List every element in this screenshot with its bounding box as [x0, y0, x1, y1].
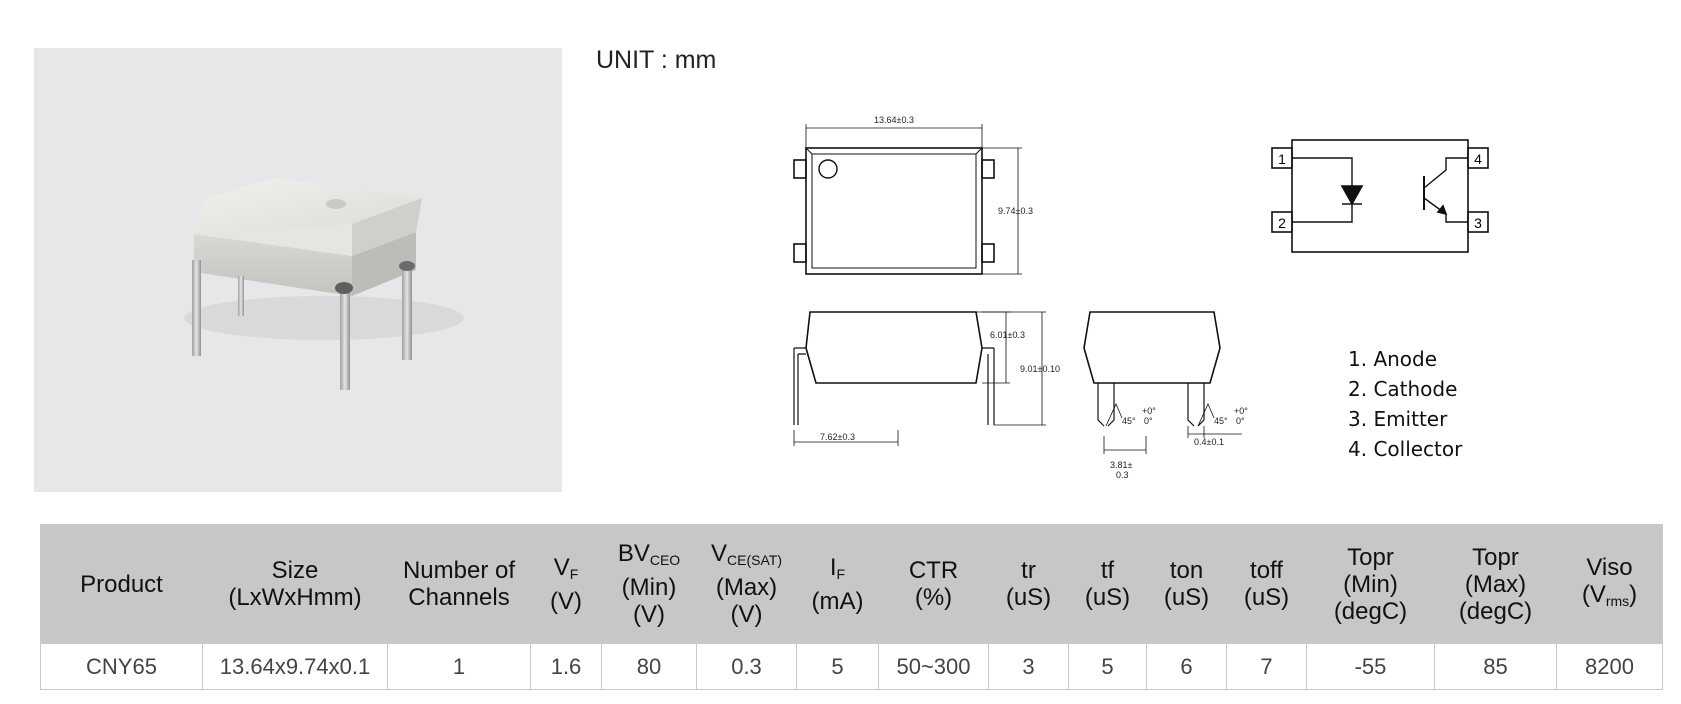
cell-topr-min: -55 — [1306, 643, 1435, 690]
dim-angle-right: 45° — [1214, 416, 1228, 426]
cell-if: 5 — [796, 643, 879, 690]
dim-length: 13.64±0.3 — [874, 115, 914, 125]
cell-ctr: 50~300 — [878, 643, 989, 690]
dim-row-spacing: 7.62±0.3 — [820, 432, 855, 442]
pin-legend-item: 1. Anode — [1348, 347, 1438, 371]
schematic-pin-1: 1 — [1278, 151, 1286, 167]
unit-label: UNIT : mm — [596, 46, 717, 74]
col-topr-min: Topr(Min)(degC) — [1306, 524, 1435, 644]
dim-tol-minus-right: 0° — [1236, 416, 1245, 426]
col-size: Size(LxWxHmm) — [202, 524, 388, 644]
internal-schematic — [1271, 139, 1489, 253]
side-view — [793, 311, 1046, 446]
table-row: CNY65 13.64x9.74x0.1 1 1.6 80 0.3 5 50~3… — [40, 643, 1663, 690]
mechanical-drawing: 13.64±0.3 9.74±0.3 6.01±0.3 9.01±0.10 7.… — [793, 115, 1489, 480]
cell-product: CNY65 — [40, 643, 203, 690]
cell-ton: 6 — [1146, 643, 1227, 690]
pin-legend-item: 4. Collector — [1348, 437, 1463, 461]
col-tr: tr(uS) — [988, 524, 1069, 644]
cell-bvceo: 80 — [601, 643, 697, 690]
dim-pin-width: 0.4±0.1 — [1194, 437, 1224, 447]
dim-total-height: 9.01±0.10 — [1020, 364, 1060, 374]
cell-vcesat: 0.3 — [696, 643, 797, 690]
cell-toff: 7 — [1226, 643, 1307, 690]
dim-angle-left: 45° — [1122, 416, 1136, 426]
dim-pin-pitch-tol: 0.3 — [1116, 470, 1129, 480]
schematic-pin-2: 2 — [1278, 215, 1286, 231]
pin-legend-item: 3. Emitter — [1348, 407, 1448, 431]
col-ctr: CTR(%) — [878, 524, 989, 644]
col-topr-max: Topr(Max)(degC) — [1434, 524, 1557, 644]
cell-tf: 5 — [1068, 643, 1147, 690]
dim-width: 9.74±0.3 — [998, 206, 1033, 216]
dim-tol-plus-left: +0° — [1142, 406, 1156, 416]
col-vf: VF(V) — [530, 524, 602, 644]
end-view — [1083, 311, 1242, 454]
dim-tol-plus-right: +0° — [1234, 406, 1248, 416]
schematic-pin-3: 3 — [1474, 215, 1482, 231]
col-vcesat: VCE(SAT)(Max)(V) — [696, 524, 797, 644]
dim-tol-minus-left: 0° — [1144, 416, 1153, 426]
pin-legend-item: 2. Cathode — [1348, 377, 1458, 401]
optocoupler-package-icon — [184, 178, 464, 390]
col-product: Product — [40, 524, 203, 644]
col-if: IF(mA) — [796, 524, 879, 644]
dim-pin-pitch: 3.81± — [1110, 460, 1133, 470]
col-toff: toff(uS) — [1226, 524, 1307, 644]
col-tf: tf(uS) — [1068, 524, 1147, 644]
cell-viso: 8200 — [1556, 643, 1663, 690]
top-view — [793, 124, 1022, 275]
dim-body-height: 6.01±0.3 — [990, 330, 1025, 340]
col-ton: ton(uS) — [1146, 524, 1227, 644]
cell-vf: 1.6 — [530, 643, 602, 690]
product-photo — [34, 48, 562, 492]
cell-size: 13.64x9.74x0.1 — [202, 643, 388, 690]
cell-tr: 3 — [988, 643, 1069, 690]
col-viso: Viso(Vrms) — [1556, 524, 1663, 644]
col-bvceo: BVCEO(Min)(V) — [601, 524, 697, 644]
cell-channels: 1 — [387, 643, 531, 690]
pin-legend: 1. Anode 2. Cathode 3. Emitter 4. Collec… — [1348, 344, 1462, 464]
cell-topr-max: 85 — [1434, 643, 1557, 690]
schematic-pin-4: 4 — [1474, 151, 1482, 167]
